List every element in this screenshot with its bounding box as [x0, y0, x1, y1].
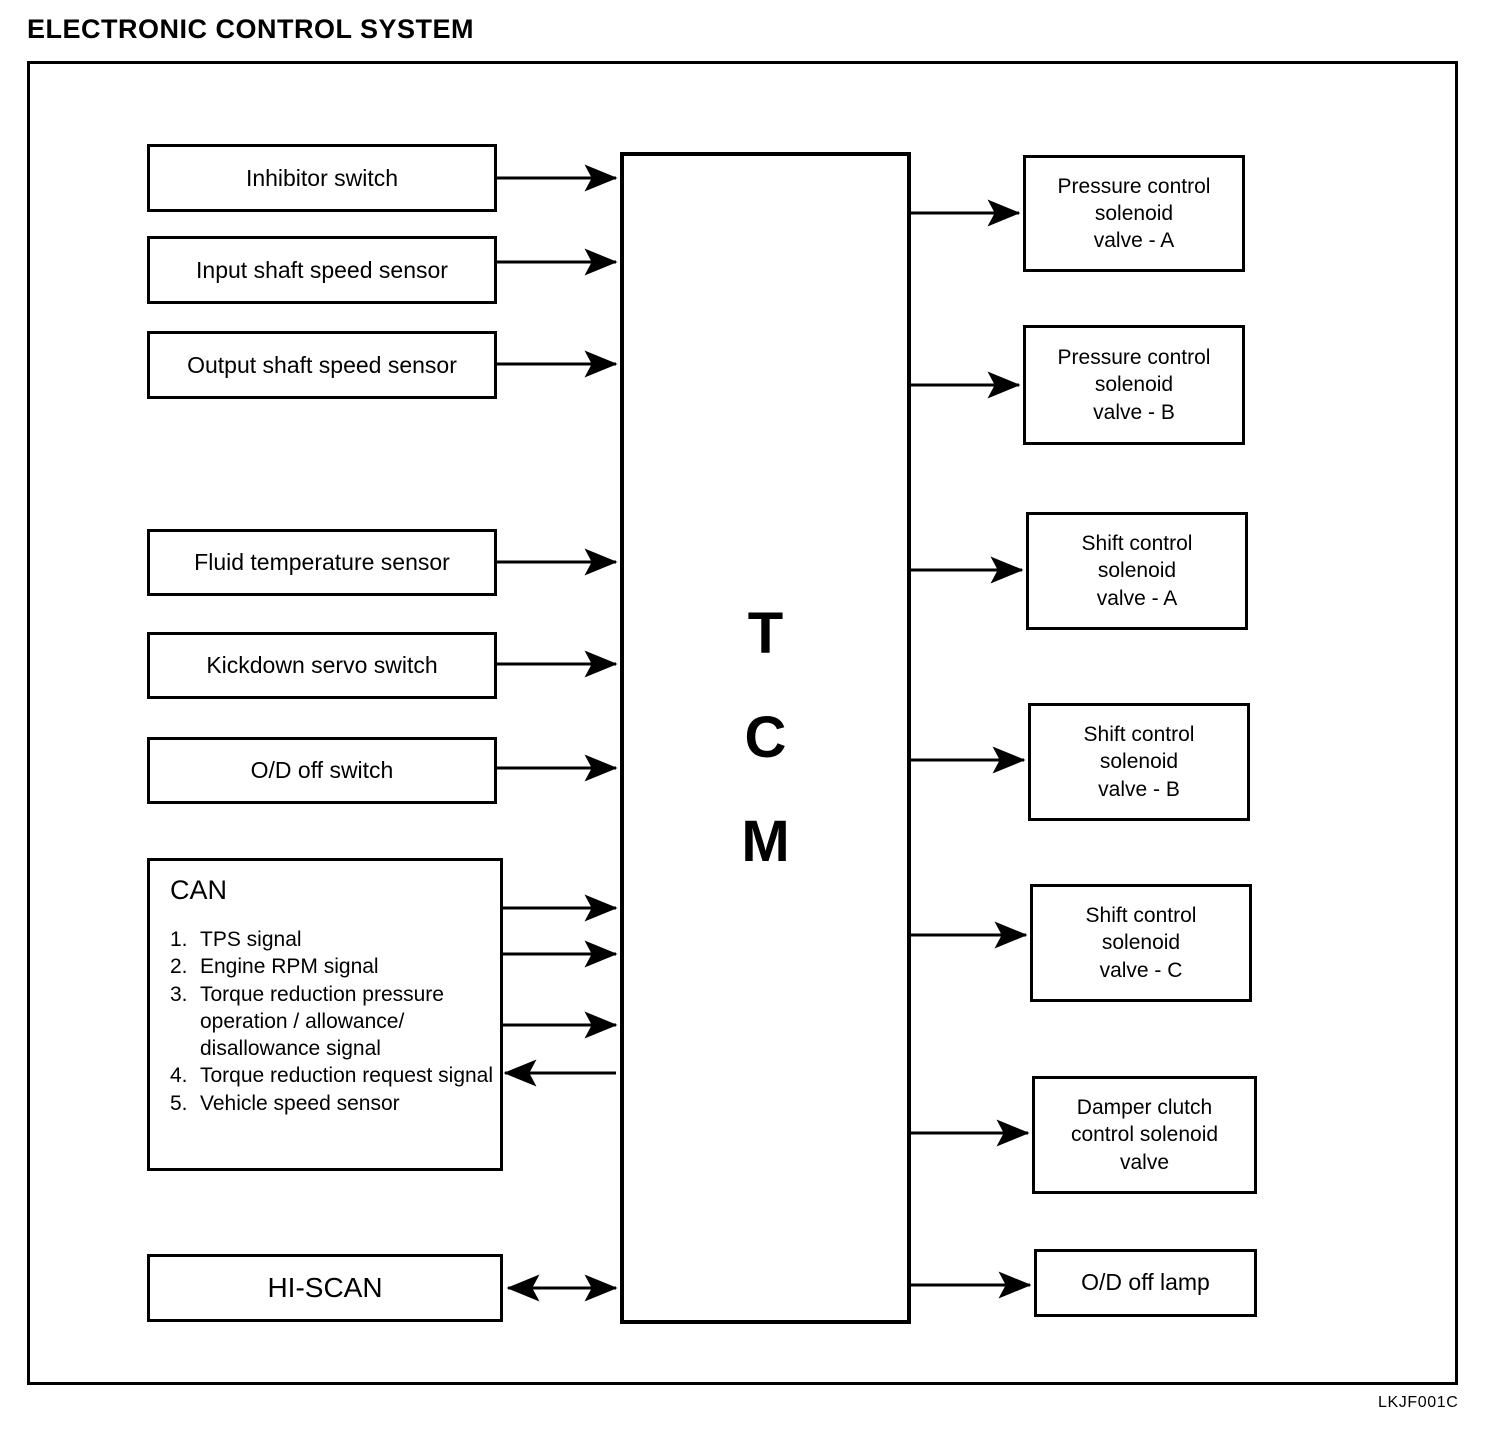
can-signal-number: 2. — [170, 955, 188, 979]
hi-scan-label: HI-SCAN — [267, 1272, 383, 1303]
output-box-shift-control-solenoid-valve-b[interactable]: Shift control solenoid valve - B — [1028, 703, 1250, 821]
can-signal-text: Torque reduction pressure operation / al… — [200, 982, 444, 1061]
output-box-label: Pressure control solenoid valve - A — [1052, 173, 1217, 255]
output-line-2: solenoid — [1094, 201, 1174, 225]
figure-code: LKJF001C — [1378, 1394, 1459, 1411]
can-signal-item: 4. Torque reduction request signal — [170, 1062, 500, 1089]
can-signal-number: 5. — [170, 1091, 188, 1115]
output-line-1: Shift control — [1083, 723, 1195, 747]
can-signal-item: 2. Engine RPM signal — [170, 953, 500, 980]
output-line-2: control solenoid — [1070, 1123, 1219, 1147]
output-box-label: Shift control solenoid valve - C — [1080, 902, 1203, 984]
input-box-inhibitor-switch[interactable]: Inhibitor switch — [147, 144, 497, 212]
tcm-letter-c: C — [744, 705, 787, 770]
output-line-3: valve - C — [1099, 958, 1183, 982]
output-line-3: valve - A — [1096, 586, 1178, 610]
input-box-od-off-switch[interactable]: O/D off switch — [147, 737, 497, 804]
input-box-fluid-temperature-sensor[interactable]: Fluid temperature sensor — [147, 529, 497, 596]
output-line-3: valve - B — [1098, 777, 1180, 801]
output-line-1: Pressure control — [1057, 346, 1211, 370]
input-box-input-shaft-speed-sensor[interactable]: Input shaft speed sensor — [147, 236, 497, 304]
output-line-2: solenoid — [1097, 559, 1177, 583]
input-box-label: Input shaft speed sensor — [196, 256, 448, 283]
output-box-label: Damper clutch control solenoid valve — [1065, 1094, 1224, 1176]
can-signal-item: 3. Torque reduction pressure operation /… — [170, 981, 500, 1063]
input-box-output-shaft-speed-sensor[interactable]: Output shaft speed sensor — [147, 331, 497, 399]
output-line-3: valve — [1119, 1150, 1170, 1174]
page-title: ELECTRONIC CONTROL SYSTEM — [27, 14, 475, 44]
tcm-letters: T C M — [624, 156, 907, 1320]
output-line-3: valve - A — [1093, 229, 1175, 253]
can-signal-list: 1. TPS signal 2. Engine RPM signal 3. To… — [170, 926, 500, 1117]
tcm-letter-t: T — [747, 601, 784, 666]
can-signal-number: 3. — [170, 982, 188, 1006]
output-box-shift-control-solenoid-valve-c[interactable]: Shift control solenoid valve - C — [1030, 884, 1252, 1002]
can-signal-number: 4. — [170, 1064, 188, 1088]
can-signal-number: 1. — [170, 928, 188, 951]
output-line-1: Damper clutch — [1076, 1096, 1213, 1120]
can-signal-item: 5. Vehicle speed sensor — [170, 1090, 500, 1117]
output-box-label: Shift control solenoid valve - A — [1076, 530, 1199, 612]
output-box-label: Shift control solenoid valve - B — [1078, 721, 1201, 803]
output-line-2: solenoid — [1094, 373, 1174, 397]
output-box-shift-control-solenoid-valve-a[interactable]: Shift control solenoid valve - A — [1026, 512, 1248, 630]
output-box-od-off-lamp[interactable]: O/D off lamp — [1034, 1249, 1257, 1317]
output-line-3: valve - B — [1093, 400, 1175, 424]
can-signal-item: 1. TPS signal — [170, 926, 500, 953]
input-box-kickdown-servo-switch[interactable]: Kickdown servo switch — [147, 632, 497, 699]
output-line-1: Pressure control — [1057, 174, 1211, 198]
output-box-label: Pressure control solenoid valve - B — [1052, 344, 1217, 426]
can-signal-text: Torque reduction request signal — [200, 1064, 494, 1088]
output-box-pressure-control-solenoid-valve-a[interactable]: Pressure control solenoid valve - A — [1023, 155, 1245, 272]
input-box-label: Kickdown servo switch — [206, 652, 438, 679]
can-title: CAN — [170, 875, 228, 905]
tcm-box[interactable]: T C M — [620, 152, 911, 1324]
can-box[interactable]: CAN 1. TPS signal 2. Engine RPM signal 3… — [147, 858, 503, 1171]
output-line-2: solenoid — [1101, 931, 1181, 955]
output-line-1: Shift control — [1081, 532, 1193, 556]
hi-scan-box[interactable]: HI-SCAN — [147, 1254, 503, 1322]
input-box-label: Output shaft speed sensor — [187, 351, 457, 378]
output-line-2: solenoid — [1099, 750, 1179, 774]
input-box-label: Fluid temperature sensor — [194, 549, 450, 576]
input-box-label: Inhibitor switch — [245, 164, 399, 191]
can-signal-text: TPS signal — [200, 928, 302, 951]
tcm-letter-m: M — [741, 809, 790, 874]
output-box-damper-clutch-control-solenoid-valve[interactable]: Damper clutch control solenoid valve — [1032, 1076, 1257, 1194]
can-signal-text: Engine RPM signal — [200, 955, 379, 979]
input-box-label: O/D off switch — [250, 757, 394, 784]
output-box-pressure-control-solenoid-valve-b[interactable]: Pressure control solenoid valve - B — [1023, 325, 1245, 445]
output-box-label: O/D off lamp — [1081, 1269, 1210, 1296]
diagram-frame — [27, 61, 1458, 1385]
output-line-1: Shift control — [1085, 904, 1197, 928]
can-signal-text: Vehicle speed sensor — [200, 1091, 400, 1115]
